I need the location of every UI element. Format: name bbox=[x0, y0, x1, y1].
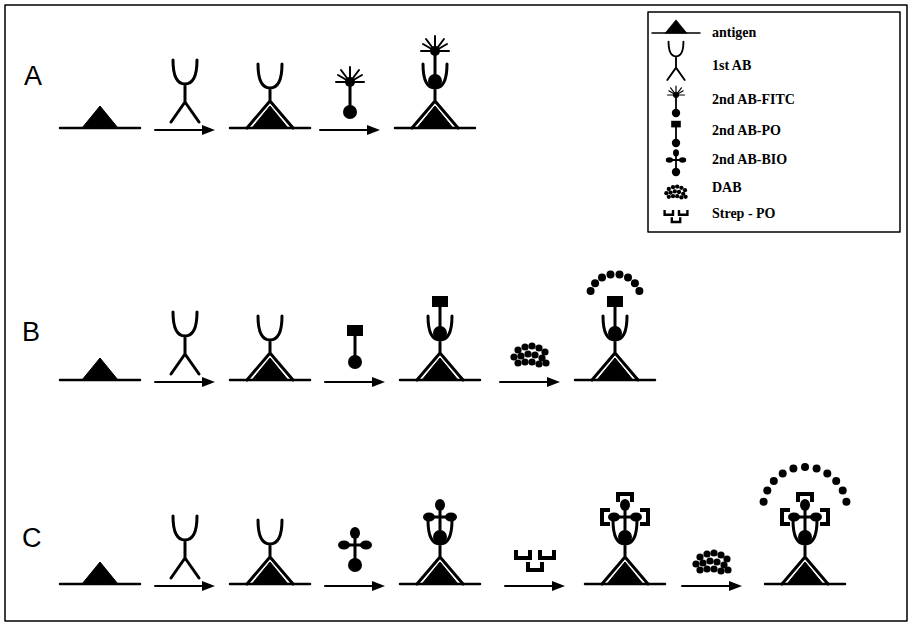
legend-label: Strep - PO bbox=[712, 206, 776, 221]
legend-label: DAB bbox=[712, 180, 742, 195]
legend-label: antigen bbox=[712, 25, 756, 40]
legend-label: 2nd AB-PO bbox=[712, 123, 781, 138]
panel-letter: C bbox=[22, 524, 42, 554]
legend-label: 2nd AB-FITC bbox=[712, 92, 795, 107]
legend-label: 2nd AB-BIO bbox=[712, 152, 787, 167]
legend-label: 1st AB bbox=[712, 58, 751, 73]
panel-letter: A bbox=[24, 62, 42, 92]
panel-letter: B bbox=[22, 318, 40, 348]
